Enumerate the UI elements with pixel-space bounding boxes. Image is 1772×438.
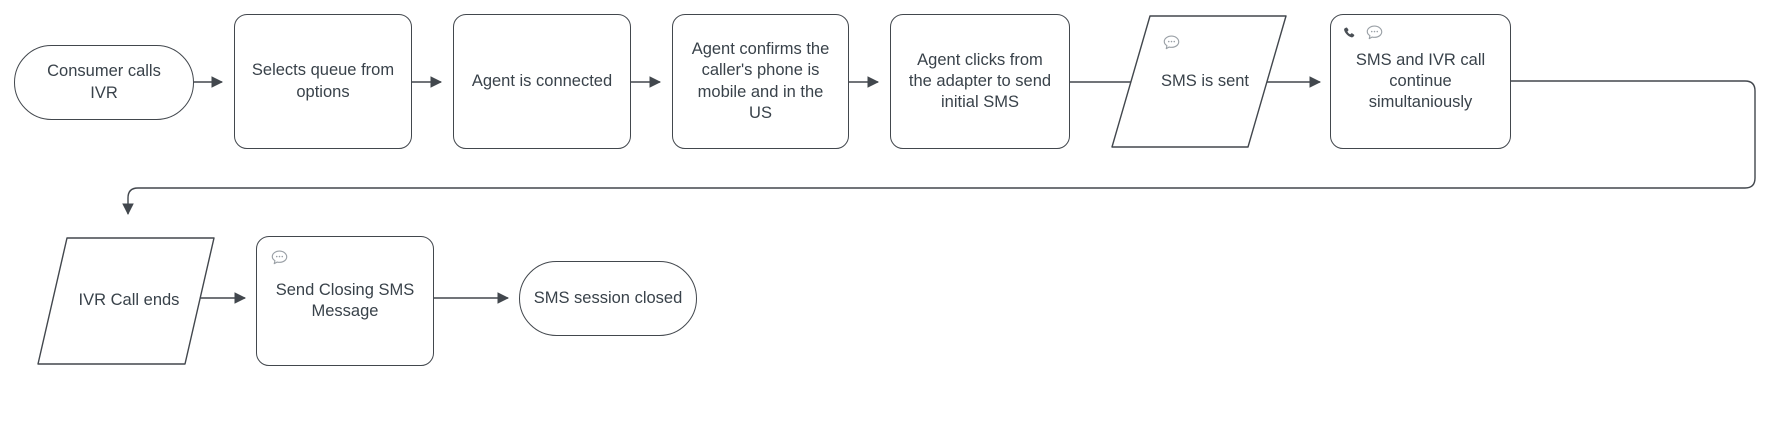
node-consumer-calls-ivr[interactable]: Consumer calls IVR bbox=[14, 45, 194, 120]
node-icon-group bbox=[1341, 24, 1384, 43]
node-icon-group bbox=[1162, 34, 1181, 53]
node-icon-group bbox=[270, 249, 289, 268]
chat-bubble-icon bbox=[1365, 24, 1384, 43]
node-label: Consumer calls IVR bbox=[47, 62, 161, 102]
node-sms-session-closed[interactable]: SMS session closed bbox=[519, 261, 697, 336]
node-selects-queue[interactable]: Selects queue from options bbox=[234, 14, 412, 149]
node-agent-connected[interactable]: Agent is connected bbox=[453, 14, 631, 149]
chat-bubble-icon bbox=[270, 249, 289, 268]
parallelogram-shape bbox=[37, 237, 215, 365]
node-agent-clicks-adapter[interactable]: Agent clicks from the adapter to send in… bbox=[890, 14, 1070, 149]
node-send-closing-sms[interactable]: Send Closing SMS Message bbox=[256, 236, 434, 366]
node-label: SMS and IVR call continue simultaniously bbox=[1355, 50, 1486, 112]
node-label: SMS session closed bbox=[533, 288, 683, 307]
node-label: Agent clicks from the adapter to send in… bbox=[908, 50, 1052, 112]
node-agent-confirms-phone[interactable]: Agent confirms the caller's phone is mob… bbox=[672, 14, 849, 149]
chat-bubble-icon bbox=[1162, 34, 1181, 53]
parallelogram-shape bbox=[1111, 15, 1287, 148]
node-ivr-call-ends[interactable]: IVR Call ends bbox=[36, 236, 216, 366]
phone-icon bbox=[1341, 25, 1358, 42]
node-label: Selects queue from options bbox=[251, 61, 395, 101]
node-label: SMS is sent bbox=[1160, 71, 1250, 90]
node-sms-is-sent[interactable]: SMS is sent bbox=[1110, 14, 1288, 149]
node-label: Agent confirms the caller's phone is mob… bbox=[691, 40, 830, 122]
node-label: IVR Call ends bbox=[78, 291, 180, 310]
node-label: Send Closing SMS Message bbox=[275, 280, 415, 320]
node-sms-ivr-simultaneous[interactable]: SMS and IVR call continue simultaniously bbox=[1330, 14, 1511, 149]
node-label: Agent is connected bbox=[471, 71, 613, 90]
